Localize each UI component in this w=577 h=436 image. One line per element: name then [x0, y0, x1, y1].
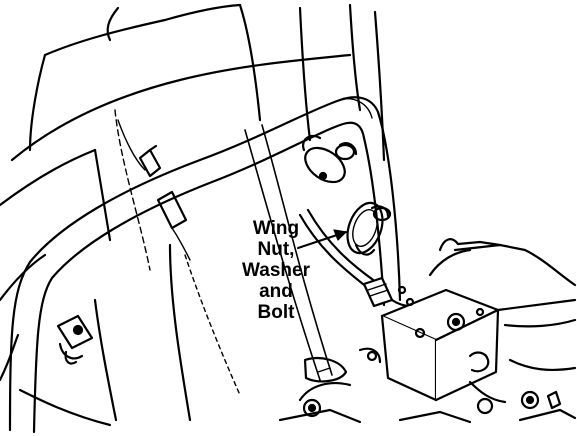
switch-box: [380, 288, 500, 402]
engine-housing: [428, 238, 577, 372]
wing-nut-washer-bolt: [346, 201, 392, 256]
callout-line-3: Washer: [242, 260, 310, 281]
handle-frame: [8, 96, 402, 434]
callout-line-5: Bolt: [257, 302, 295, 323]
callout-line-4: and: [259, 281, 293, 302]
callout-line-2: Nut,: [257, 239, 295, 260]
callout-label: Wing Nut, Washer and Bolt: [226, 218, 326, 323]
frame-fasteners: [366, 285, 407, 362]
cable-clip-upper: [117, 119, 191, 261]
chute-housing: [0, 3, 386, 427]
callout-arrow: [297, 229, 347, 249]
callout-line-1: Wing: [252, 218, 300, 239]
wing-nut-upper: [302, 134, 358, 184]
engine-lower-parts: [278, 347, 577, 424]
cable-connector: [362, 276, 412, 308]
control-cable: [298, 208, 378, 290]
handle-clamp: [56, 314, 94, 365]
